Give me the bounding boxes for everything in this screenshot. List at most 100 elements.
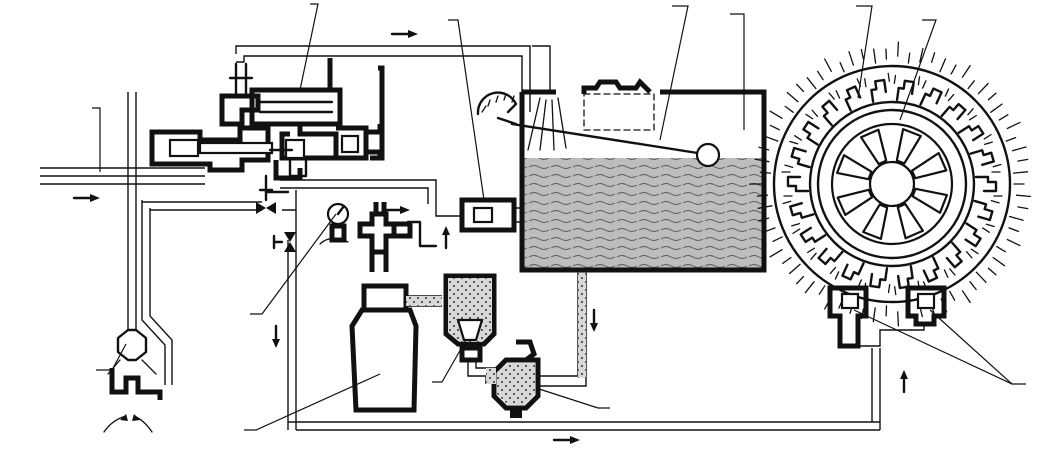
flow-arrow-tank-down (590, 308, 598, 332)
flow-arrow-inlet (72, 194, 100, 202)
leader-control (299, 3, 319, 91)
hatch-tick (806, 77, 817, 90)
inlet-pipes (40, 92, 205, 385)
bottom-pump (486, 268, 587, 418)
hatch-tick (975, 271, 987, 283)
pump-manifold (357, 202, 438, 272)
hatch-tick (839, 61, 845, 73)
leader-injector (448, 19, 485, 201)
rotor-blade (895, 128, 922, 165)
ring-tooth (974, 171, 1003, 197)
hatch-tick (930, 52, 936, 63)
leader-filter (432, 339, 467, 383)
leader-float-arm (659, 5, 689, 141)
flow-arrow-top (390, 30, 418, 38)
hatch-tick (795, 83, 805, 93)
rotor-blade (896, 202, 925, 240)
hatch-tick (1006, 121, 1021, 130)
flow-arrow-right-up (900, 370, 908, 394)
ring-tooth (864, 72, 891, 104)
hatch-tick (1017, 158, 1029, 162)
rotor-blade (910, 152, 948, 180)
ring-tooth (782, 200, 815, 227)
ring-tooth (781, 171, 810, 197)
hatch-tick (961, 290, 971, 304)
flow-arrow-left-down (272, 324, 280, 348)
valve-horizontal (256, 188, 276, 214)
hatch-tick (782, 256, 792, 265)
hatch-tick (784, 105, 794, 113)
leader-ring (856, 5, 873, 99)
hatch-tick (1012, 171, 1029, 174)
rotor-blade (835, 154, 873, 181)
hatch-tick (977, 82, 989, 95)
control-assembly (149, 58, 385, 194)
ring-tooth (964, 222, 990, 255)
ring-tooth (919, 80, 950, 106)
hatch-tick (919, 47, 924, 63)
hatch-tick (897, 311, 900, 327)
top-return-pipe (235, 45, 551, 112)
valve-vertical (272, 232, 296, 252)
hatch-tick (756, 194, 769, 197)
hatch-tick (996, 245, 1006, 253)
filter-canister (443, 273, 497, 384)
rotor-blade (862, 203, 889, 240)
ring-tooth (969, 141, 1002, 168)
hatch-tick (860, 48, 865, 60)
hatch-tick (907, 52, 911, 64)
leader-lines (92, 3, 1026, 431)
hatch-tick (998, 114, 1009, 121)
flow-arrow-mid (382, 206, 410, 214)
hatch-tick (758, 146, 770, 151)
leader-inlet (92, 107, 101, 172)
ring-tooth (792, 226, 827, 254)
hatch-tick (757, 205, 773, 209)
hatch-tick (873, 48, 877, 64)
middle-pipes (142, 179, 881, 431)
hatch-tick (786, 91, 799, 103)
hatch-tick (761, 227, 776, 234)
leader-valve-b (929, 309, 1013, 385)
hatch-tick (824, 58, 832, 72)
hatch-tick (987, 267, 997, 276)
leader-pump (535, 387, 610, 409)
ring-tooth (945, 241, 973, 276)
hatch-tick (764, 135, 779, 142)
hatch-tick (804, 281, 815, 294)
leader-motor (244, 373, 381, 431)
rotary-machine (749, 41, 1032, 327)
hatch-tick (990, 103, 1003, 113)
flow-arrow-bottom (552, 436, 580, 444)
hatch-tick (949, 290, 956, 301)
hatch-tick (969, 281, 977, 291)
ring-tooth (784, 140, 811, 169)
tank (510, 78, 767, 273)
hatch-tick (769, 124, 781, 131)
tank-gauge (476, 91, 518, 126)
ring-tooth (940, 93, 974, 121)
venturi-nozzle (103, 328, 163, 433)
leader-gauge (250, 213, 337, 315)
hatch-tick (992, 256, 1006, 267)
rotary-outlet-valves (827, 285, 947, 349)
hatch-tick (769, 249, 783, 258)
hatch-tick (1015, 194, 1032, 198)
rotor-blade (836, 188, 874, 216)
ring-tooth (863, 266, 891, 294)
hatch-tick (818, 285, 826, 295)
leader-tank (730, 13, 745, 130)
hatch-tick (754, 158, 770, 163)
hatch-tick (769, 110, 783, 119)
leader-rotor (899, 19, 937, 121)
hatch-tick (795, 275, 805, 285)
hatch-tick (1005, 136, 1017, 142)
hatch-tick (1017, 206, 1029, 210)
hatch-tick (1011, 146, 1027, 152)
hatch-tick (848, 51, 855, 66)
rotor-blade (859, 128, 888, 166)
hatch-tick (950, 64, 957, 75)
hatch-tick (897, 41, 900, 57)
hatch-tick (1006, 238, 1021, 247)
